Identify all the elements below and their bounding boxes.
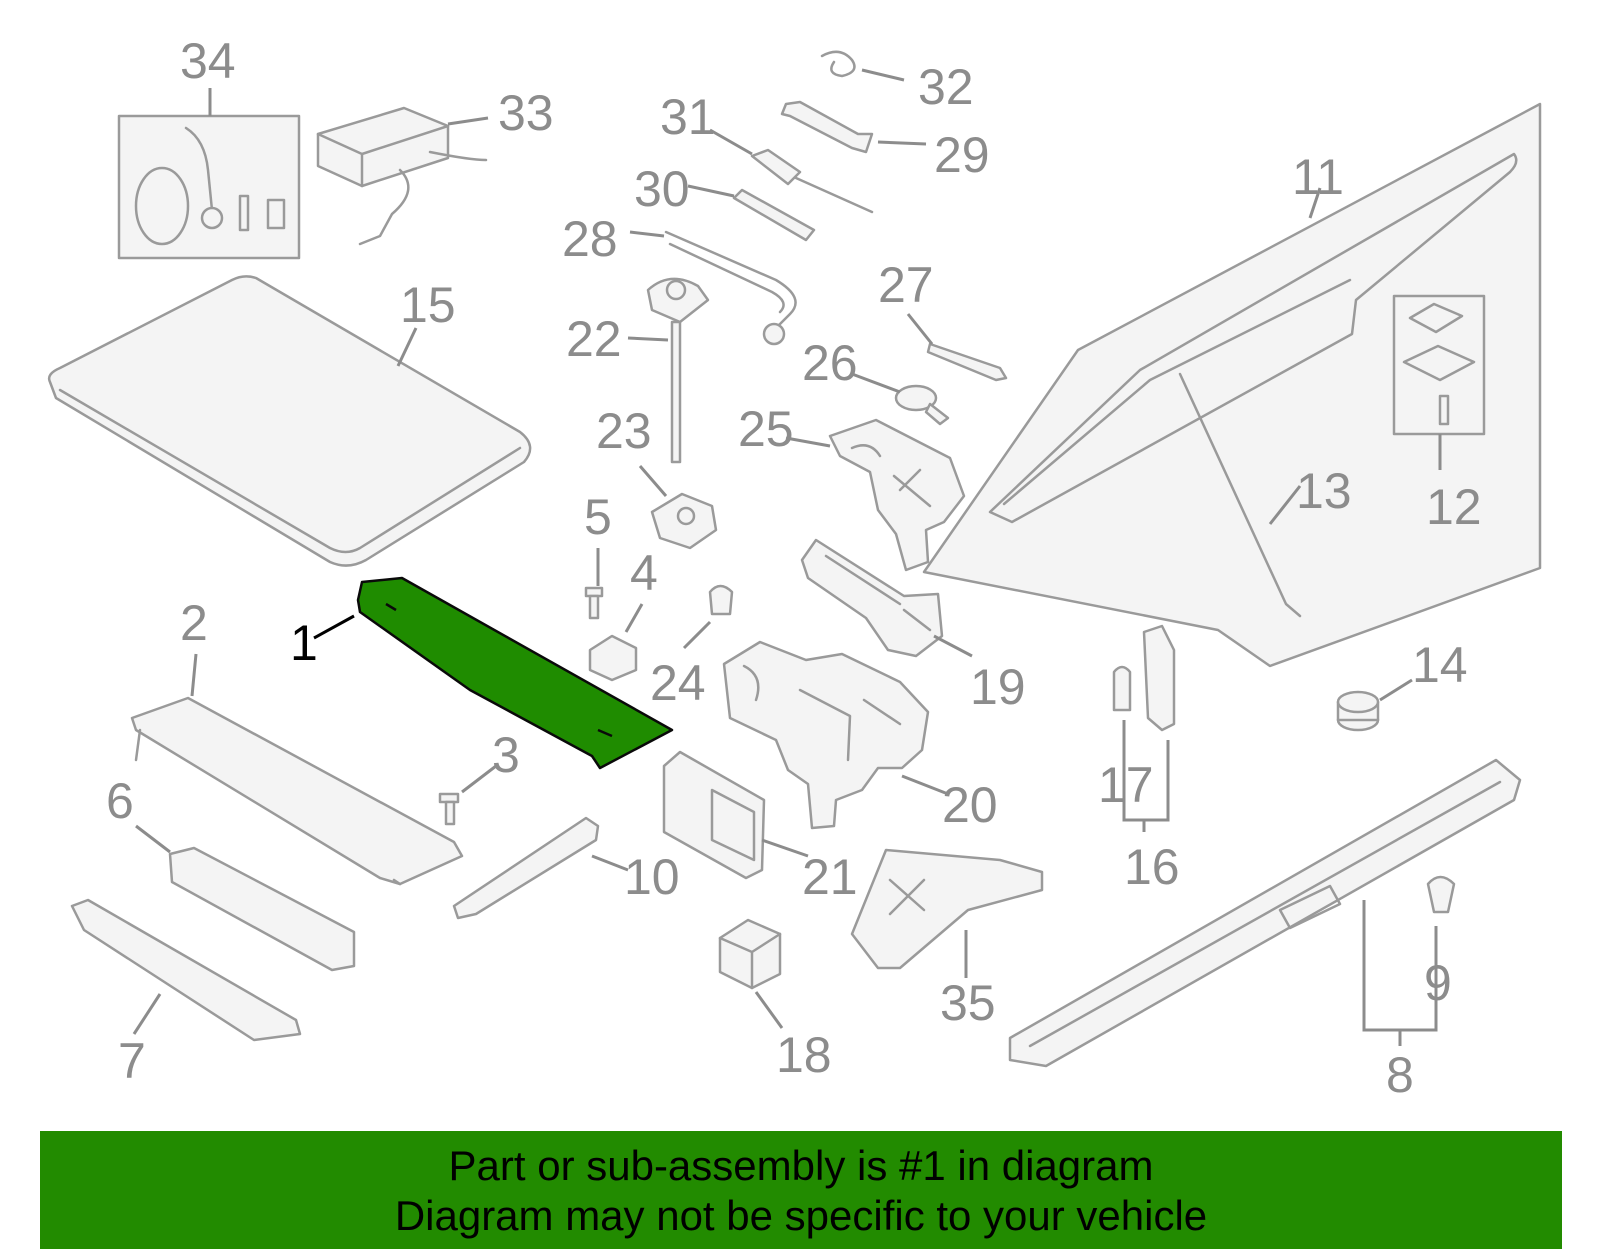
callout-11[interactable]: 11 bbox=[1292, 149, 1344, 205]
part-22-jack-rod[interactable] bbox=[646, 277, 710, 464]
part-33-module[interactable] bbox=[316, 106, 488, 246]
callout-35[interactable]: 35 bbox=[940, 975, 996, 1031]
callout-5[interactable]: 5 bbox=[584, 489, 612, 545]
part-15-floor-panel[interactable] bbox=[47, 275, 532, 567]
callout-34[interactable]: 34 bbox=[180, 33, 236, 89]
callout-13[interactable]: 13 bbox=[1296, 463, 1352, 519]
part-1-shape[interactable] bbox=[356, 576, 674, 770]
callout-9[interactable]: 9 bbox=[1424, 955, 1452, 1011]
callout-31[interactable]: 31 bbox=[660, 89, 716, 145]
leader-1 bbox=[313, 614, 355, 640]
part-34-kit[interactable] bbox=[117, 114, 301, 260]
part-6-bracket[interactable] bbox=[168, 846, 356, 972]
callout-17[interactable]: 17 bbox=[1098, 757, 1154, 813]
callout-7[interactable]: 7 bbox=[118, 1033, 146, 1089]
part-5-bolt[interactable] bbox=[584, 586, 604, 620]
callout-16[interactable]: 16 bbox=[1124, 839, 1180, 895]
info-banner: Part or sub-assembly is #1 in diagram Di… bbox=[40, 1131, 1562, 1249]
callout-26[interactable]: 26 bbox=[802, 335, 858, 391]
leader-16-17 bbox=[1122, 720, 1170, 822]
part-18-relay[interactable] bbox=[718, 918, 782, 990]
part-27-strip[interactable] bbox=[926, 342, 1008, 382]
part-29-wrench[interactable] bbox=[780, 100, 874, 154]
callout-2[interactable]: 2 bbox=[180, 595, 208, 651]
part-21-module[interactable] bbox=[662, 750, 766, 880]
part-20-carrier[interactable] bbox=[722, 640, 930, 830]
part-26-ring[interactable] bbox=[894, 384, 950, 426]
callout-22[interactable]: 22 bbox=[566, 311, 622, 367]
callout-18[interactable]: 18 bbox=[776, 1027, 832, 1083]
part-10-strip[interactable] bbox=[452, 816, 600, 920]
part-8-sill-trim[interactable] bbox=[1008, 758, 1522, 1068]
part-24-grommet[interactable] bbox=[708, 584, 734, 616]
part-17-pin[interactable] bbox=[1112, 665, 1132, 712]
callout-24[interactable]: 24 bbox=[650, 655, 706, 711]
part-1-highlighted[interactable] bbox=[356, 576, 674, 770]
part-12-bumper-kit[interactable] bbox=[1392, 294, 1486, 436]
callout-30[interactable]: 30 bbox=[634, 161, 690, 217]
callout-3[interactable]: 3 bbox=[492, 727, 520, 783]
callout-25[interactable]: 25 bbox=[738, 401, 794, 457]
banner-line-part: Part or sub-assembly is #1 in diagram bbox=[448, 1142, 1154, 1189]
callout-33[interactable]: 33 bbox=[498, 85, 554, 141]
part-2-cover[interactable] bbox=[130, 696, 464, 886]
part-7-trim[interactable] bbox=[70, 898, 302, 1042]
part-35-tray[interactable] bbox=[850, 848, 1044, 970]
part-13-strut[interactable] bbox=[1178, 372, 1302, 618]
callout-15[interactable]: 15 bbox=[400, 277, 456, 333]
callout-14[interactable]: 14 bbox=[1412, 637, 1468, 693]
part-16-striker[interactable] bbox=[1142, 624, 1176, 732]
part-4-clip[interactable] bbox=[588, 634, 638, 682]
callout-12[interactable]: 12 bbox=[1426, 479, 1482, 535]
part-31-screwdriver[interactable] bbox=[750, 148, 802, 186]
callout-8[interactable]: 8 bbox=[1386, 1047, 1414, 1103]
banner-line-disclaimer: Diagram may not be specific to your vehi… bbox=[394, 1192, 1208, 1239]
parts-diagram: 1 2 3 4 5 6 7 8 9 10 11 12 13 14 15 16 1… bbox=[47, 33, 1542, 1103]
callout-4[interactable]: 4 bbox=[630, 545, 658, 601]
part-32-clip[interactable] bbox=[820, 50, 856, 78]
part-3-bolt[interactable] bbox=[438, 792, 460, 826]
part-9-clip[interactable] bbox=[1426, 875, 1456, 914]
callout-6[interactable]: 6 bbox=[106, 773, 134, 829]
callout-32[interactable]: 32 bbox=[918, 59, 974, 115]
callout-19[interactable]: 19 bbox=[970, 659, 1026, 715]
part-14-bumper[interactable] bbox=[1336, 690, 1380, 732]
part-11-trunk-lid[interactable] bbox=[922, 102, 1542, 668]
callout-1[interactable]: 1 bbox=[290, 615, 318, 671]
callout-20[interactable]: 20 bbox=[942, 777, 998, 833]
callout-21[interactable]: 21 bbox=[802, 849, 858, 905]
callout-29[interactable]: 29 bbox=[934, 127, 990, 183]
part-28-lug-wrench[interactable] bbox=[664, 230, 797, 332]
callout-10[interactable]: 10 bbox=[624, 849, 680, 905]
callout-28[interactable]: 28 bbox=[562, 211, 618, 267]
part-19-latch-bracket[interactable] bbox=[800, 538, 944, 658]
callout-23[interactable]: 23 bbox=[596, 403, 652, 459]
part-23-nut[interactable] bbox=[650, 492, 718, 550]
callout-27[interactable]: 27 bbox=[878, 257, 934, 313]
part-25-holder[interactable] bbox=[828, 418, 966, 572]
part-30-pin[interactable] bbox=[732, 188, 816, 242]
